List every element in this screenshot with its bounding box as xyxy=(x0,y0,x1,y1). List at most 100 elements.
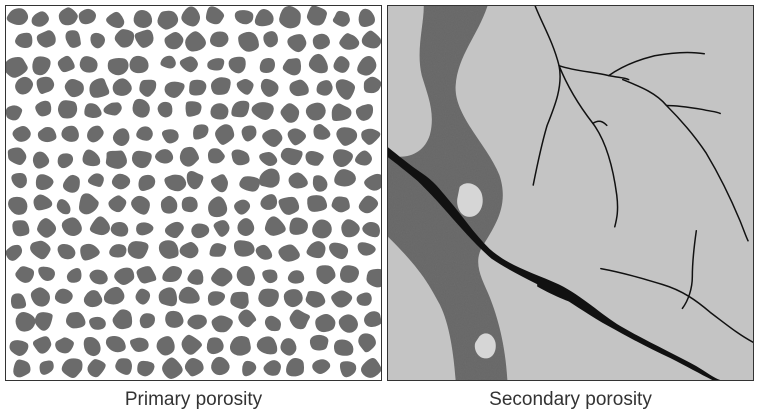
sediment-grain xyxy=(361,358,381,378)
sediment-grain xyxy=(33,194,52,210)
sediment-grain xyxy=(66,312,86,328)
sediment-grain xyxy=(313,124,330,140)
sediment-grain xyxy=(55,337,74,353)
sediment-grain xyxy=(262,129,282,147)
sediment-grain xyxy=(130,56,149,73)
sediment-grain xyxy=(307,241,326,258)
sediment-grain xyxy=(158,102,173,118)
sediment-grain xyxy=(89,270,107,285)
sediment-grain xyxy=(187,171,204,189)
sediment-grain xyxy=(103,102,121,115)
sediment-grain xyxy=(333,149,353,167)
sediment-grain xyxy=(180,147,199,167)
sediment-grain xyxy=(79,9,96,24)
sediment-grain xyxy=(258,289,279,307)
sediment-grain xyxy=(307,195,327,212)
sediment-grain xyxy=(38,127,57,142)
sediment-grain xyxy=(289,173,308,189)
sediment-grain xyxy=(256,245,272,260)
sediment-grain xyxy=(179,287,200,304)
sediment-grain xyxy=(281,148,303,165)
sediment-grain xyxy=(214,220,230,237)
sediment-grain xyxy=(182,197,198,213)
sediment-grain xyxy=(12,220,29,236)
sediment-grain xyxy=(237,218,254,236)
sediment-grain xyxy=(10,340,29,356)
sediment-grain xyxy=(262,269,277,283)
sediment-grain xyxy=(182,335,202,355)
sediment-grain xyxy=(279,197,300,215)
sediment-grain xyxy=(130,338,149,352)
sediment-grain xyxy=(306,103,326,121)
sediment-grain xyxy=(80,56,98,73)
sediment-grain xyxy=(165,222,184,238)
sediment-grain xyxy=(128,241,149,259)
sediment-grain xyxy=(263,31,278,47)
fracture-widening xyxy=(537,277,583,305)
sediment-grain xyxy=(185,31,206,51)
sediment-grain xyxy=(57,199,71,214)
sediment-grain xyxy=(211,77,231,95)
sediment-grain xyxy=(289,80,308,97)
sediment-grain xyxy=(165,82,185,98)
sediment-grain xyxy=(162,266,182,282)
sediment-grain xyxy=(313,175,328,192)
sediment-grain xyxy=(211,268,232,287)
sediment-grain xyxy=(89,78,109,98)
sediment-grain xyxy=(358,333,376,352)
sediment-grain xyxy=(210,31,228,47)
sediment-grain xyxy=(157,336,175,355)
sediment-grain xyxy=(317,80,333,96)
sediment-grain xyxy=(84,103,101,118)
dissolution-channel xyxy=(388,6,507,380)
sediment-grain xyxy=(160,56,175,69)
hairline-fracture-lower-right xyxy=(682,231,696,309)
sediment-grain xyxy=(87,359,105,377)
sediment-grain xyxy=(134,10,152,28)
sediment-grain xyxy=(6,105,22,120)
sediment-grain xyxy=(90,33,105,48)
sediment-grain xyxy=(136,126,153,140)
sediment-grain xyxy=(159,287,177,306)
sediment-grain xyxy=(288,128,306,145)
sediment-grain xyxy=(329,243,348,260)
sediment-grain xyxy=(215,124,234,145)
sediment-grain xyxy=(113,309,133,329)
sediment-grain xyxy=(357,292,372,305)
sediment-grain xyxy=(207,337,224,354)
sediment-grain xyxy=(229,57,246,74)
hairline-fracture-branch-3 xyxy=(559,66,618,227)
sediment-grain xyxy=(252,102,274,120)
sediment-grain xyxy=(132,151,152,168)
sediment-grain xyxy=(339,33,359,50)
sediment-grain xyxy=(113,78,132,96)
sediment-grain xyxy=(84,290,102,307)
sediment-grain xyxy=(87,126,104,143)
sediment-grain xyxy=(32,56,50,75)
primary-porosity-panel xyxy=(5,5,382,381)
sediment-grain xyxy=(265,316,281,331)
sediment-grain xyxy=(8,197,27,215)
sediment-grain xyxy=(164,175,186,192)
sediment-grain xyxy=(210,103,228,119)
sediment-grain xyxy=(162,358,183,379)
grain-packing-illustration xyxy=(6,6,381,380)
sediment-grain xyxy=(230,292,248,309)
sediment-grain xyxy=(358,242,376,255)
sediment-grain xyxy=(279,6,301,28)
sediment-grain xyxy=(65,30,80,48)
sediment-grain xyxy=(79,193,99,214)
sediment-grain xyxy=(187,315,206,330)
sediment-grain xyxy=(281,103,300,122)
sediment-grain xyxy=(235,10,254,24)
sediment-grain xyxy=(362,222,380,237)
hairline-fracture-branch-4 xyxy=(593,121,607,125)
sediment-grain xyxy=(59,7,78,25)
sediment-grain xyxy=(108,195,126,212)
sediment-grain xyxy=(37,77,55,94)
sediment-grain xyxy=(312,220,332,239)
sediment-grain xyxy=(313,34,330,50)
sediment-grain xyxy=(186,101,202,116)
sediment-grain xyxy=(133,99,150,118)
fractured-rock-illustration xyxy=(388,6,753,380)
